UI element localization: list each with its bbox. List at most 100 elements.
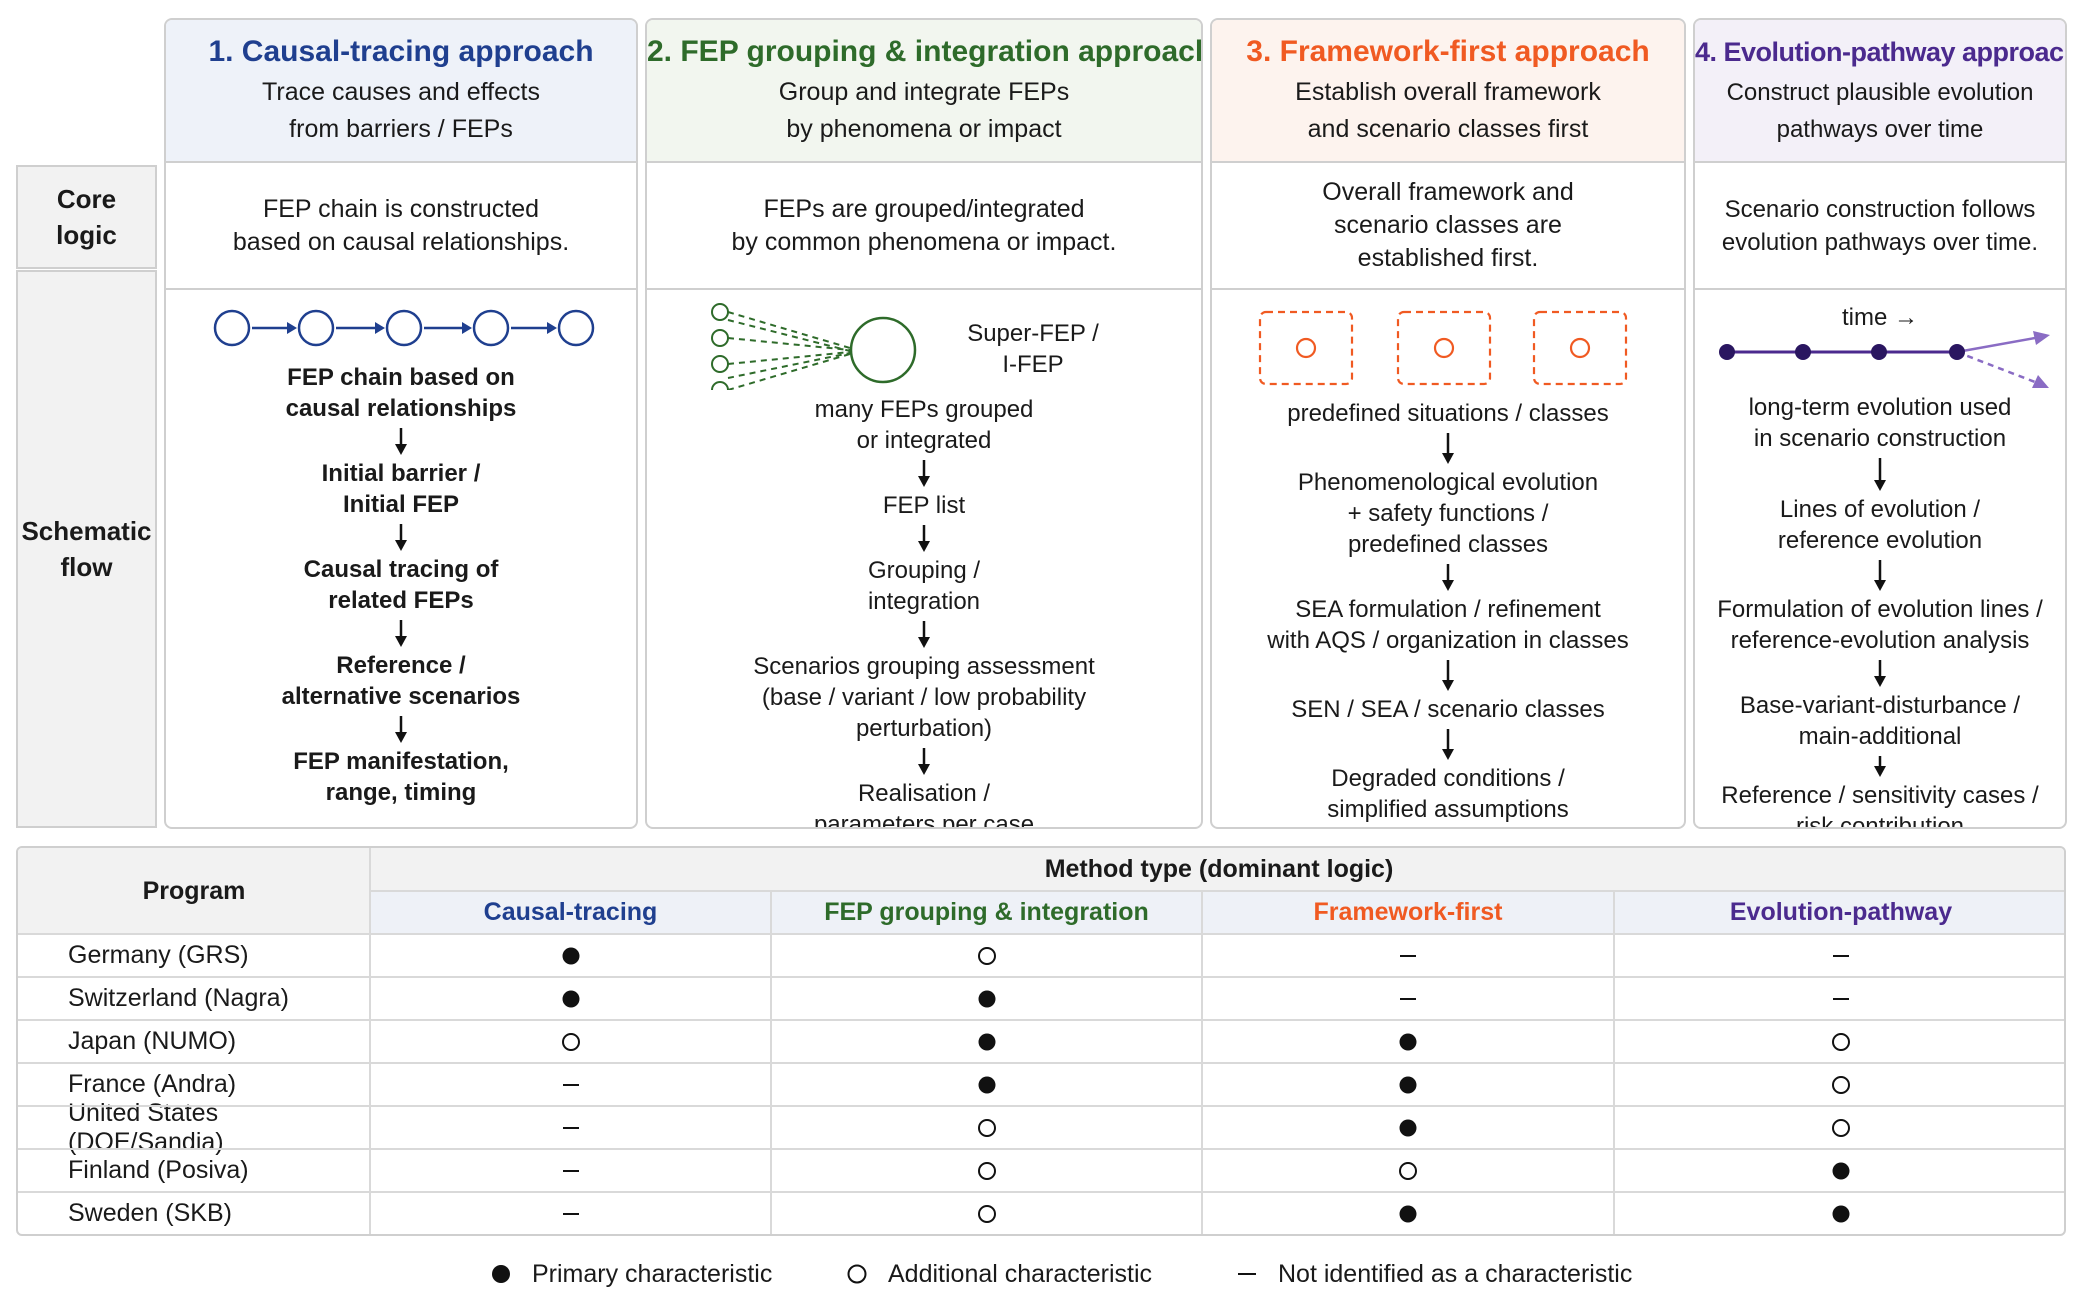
schematic-flow: Super-FEP / I-FEP many FEPs grouped or i…: [647, 290, 1201, 827]
column-subtitle: Establish overall framework and scenario…: [1295, 78, 1601, 143]
core-logic-text: Scenario construction follows evolution …: [1695, 163, 2065, 290]
flow-step: Base-variant-disturbance / main-addition…: [1739, 692, 2021, 750]
open-circle-icon: [847, 1264, 867, 1284]
flow-step: FEP chain based on causal relationships: [285, 364, 517, 422]
dash-icon: [562, 1169, 579, 1172]
method-header-evolution-pathway: Evolution-pathway: [1614, 891, 2064, 934]
dash-icon: [562, 1212, 579, 1215]
class-node: [1295, 337, 1317, 359]
down-arrow-icon: [1442, 729, 1454, 760]
dash-icon: [1833, 997, 1849, 1000]
down-arrow-icon: [395, 524, 407, 551]
flow-step: predefined situations / classes: [1287, 400, 1609, 427]
column-header: 2. FEP grouping & integration approach G…: [647, 20, 1201, 163]
flow-step: long-term evolution used in scenario con…: [1748, 394, 2012, 452]
down-arrow-icon: [1442, 564, 1454, 591]
timeline-point: [1949, 344, 1965, 360]
mark-primary: [771, 977, 1202, 1020]
method-header-causal: Causal-tracing: [370, 891, 771, 934]
dash-icon: [1400, 997, 1416, 1000]
down-arrow-icon: [395, 620, 407, 647]
down-arrow-icon: [918, 525, 930, 552]
legend: Primary characteristic Additional charac…: [0, 1256, 2080, 1292]
open-circle-icon: [1832, 1032, 1850, 1051]
column-title: 1. Causal-tracing approach: [208, 35, 594, 68]
flow-step: Causal tracing of related FEPs: [303, 556, 499, 614]
grouping-diagram: [711, 303, 917, 390]
mark-primary: [1202, 1020, 1614, 1063]
filled-circle-icon: [562, 990, 579, 1007]
flow-step: Initial barrier / Initial FEP: [321, 460, 481, 518]
flow-steps: many FEPs grouped or integrated FEP list…: [647, 394, 1201, 829]
mark-none: [370, 1192, 771, 1234]
core-logic-row-label: Core logic: [16, 165, 157, 269]
flow-step: Formulation of evolution lines / referen…: [1717, 596, 2043, 654]
timeline-point: [1719, 344, 1735, 360]
schematic-flow: time → long-term evolution used in scena…: [1695, 290, 2065, 827]
mark-none: [1202, 977, 1614, 1020]
column-header: 1. Causal-tracing approach Trace causes …: [166, 20, 636, 163]
filled-circle-icon: [562, 947, 579, 964]
mark-additional: [771, 1149, 1202, 1192]
down-arrow-icon: [918, 748, 930, 775]
mark-none: [1614, 934, 2064, 977]
mark-primary: [1614, 1149, 2064, 1192]
down-arrow-icon: [395, 428, 407, 455]
mark-none: [370, 1149, 771, 1192]
filled-circle-icon: [978, 1033, 995, 1050]
mark-primary: [370, 934, 771, 977]
schematic-flow-row-label: Schematic flow: [16, 270, 157, 828]
core-logic-text: Overall framework and scenario classes a…: [1212, 163, 1684, 290]
filled-circle-icon: [1832, 1205, 1850, 1222]
flow-step: Realisation / parameters per case: [813, 780, 1035, 829]
dash-icon: [1238, 1273, 1256, 1275]
flow-step: Degraded conditions / simplified assumpt…: [1327, 765, 1569, 823]
mark-additional: [1614, 1106, 2064, 1149]
fep-node: [711, 355, 729, 373]
flow-step: SEN / SEA / scenario classes: [1291, 696, 1605, 723]
filled-circle-icon: [1399, 1119, 1417, 1136]
class-box: [1532, 310, 1628, 386]
core-logic-text: FEPs are grouped/integrated by common ph…: [647, 163, 1201, 290]
program-method-table: Program Method type (dominant logic) Cau…: [16, 846, 2066, 1236]
class-box: [1258, 310, 1354, 386]
flow-step: SEA formulation / refinement with AQS / …: [1267, 596, 1629, 654]
fep-chain-diagram: [213, 309, 595, 347]
evolution-timeline-diagram: [1719, 331, 2050, 388]
mark-additional: [771, 1106, 1202, 1149]
down-arrow-icon: [1874, 756, 1886, 777]
method-header-fep-grouping: FEP grouping & integration: [771, 891, 1202, 934]
fep-node: [557, 309, 595, 347]
open-circle-icon: [1399, 1161, 1417, 1180]
program-header: Program: [18, 848, 370, 934]
approach-column-evolution-pathway: 4. Evolution-pathway approach Construct …: [1693, 18, 2067, 829]
down-arrow-icon: [918, 621, 930, 648]
dash-icon: [562, 1126, 579, 1129]
flow-step: FEP list: [882, 492, 966, 519]
column-subtitle: Construct plausible evolution pathways o…: [1726, 79, 2034, 143]
program-name: Sweden (SKB): [68, 1199, 232, 1227]
mark-primary: [1614, 1192, 2064, 1234]
flow-steps: FEP chain based on causal relationships …: [166, 362, 636, 808]
open-circle-icon: [1832, 1075, 1850, 1094]
core-logic-text: FEP chain is constructed based on causal…: [166, 163, 636, 290]
legend-label: Additional characteristic: [888, 1259, 1153, 1288]
column-title: 4. Evolution-pathway approach: [1695, 37, 2067, 67]
time-label: time →: [1841, 304, 1918, 331]
method-type-header: Method type (dominant logic): [370, 848, 2064, 891]
mark-additional: [370, 1020, 771, 1063]
mark-primary: [1202, 1106, 1614, 1149]
class-node: [1569, 337, 1591, 359]
open-circle-icon: [977, 1118, 996, 1137]
flow-step: Reference / alternative scenarios: [281, 652, 521, 710]
mark-additional: [1202, 1149, 1614, 1192]
approach-column-framework-first: 3. Framework-first approach Establish ov…: [1210, 18, 1686, 829]
approach-column-fep-grouping: 2. FEP grouping & integration approach G…: [645, 18, 1203, 829]
flow-step: Scenarios grouping assessment (base / va…: [753, 653, 1095, 742]
open-circle-icon: [977, 946, 996, 965]
down-arrow-icon: [1874, 458, 1886, 491]
fep-node: [297, 309, 335, 347]
mark-additional: [1614, 1020, 2064, 1063]
fep-node: [711, 381, 729, 390]
legend-label: Not identified as a characteristic: [1278, 1259, 1633, 1288]
